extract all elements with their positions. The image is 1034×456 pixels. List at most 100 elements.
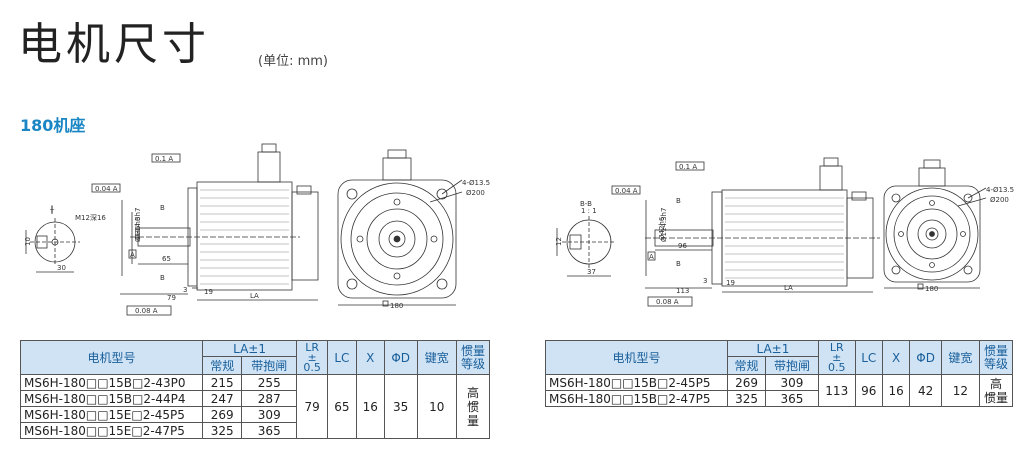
col-lr-pm: ± (307, 350, 317, 364)
right-sq: 180 (925, 285, 938, 293)
col-la-std: 常规 (726, 356, 767, 375)
left-label-b-top: B (160, 204, 165, 212)
spec-table-right: 电机型号 LA±1 LR ± 0.5 LC X ΦD 键宽 惯量等级 常规 带抱… (545, 340, 1013, 407)
cell-lr: 79 (296, 374, 329, 439)
cell-inertia-3: 量 (466, 413, 479, 428)
col-lr: LR ± 0.5 (817, 340, 856, 375)
col-la: LA±1 (201, 340, 298, 357)
right-label-b-top: B (676, 197, 681, 205)
left-thread-mark: ╫ (49, 205, 55, 214)
cell-x: 16 (355, 374, 385, 439)
page-title: 电机尺寸 (18, 19, 210, 70)
cell-inertia-1: 高 (466, 385, 479, 400)
cell-key: 12 (940, 374, 981, 407)
col-inertia: 惯量等级 (456, 340, 490, 375)
cell-d: 35 (383, 374, 418, 439)
col-la: LA±1 (727, 340, 819, 357)
left-len-65: 65 (162, 255, 171, 263)
right-tol-perp: 0.04 A (615, 187, 638, 195)
right-label-a: A (649, 253, 654, 261)
right-side-view: 0.1 A 0.04 A 0.08 A (611, 157, 880, 307)
right-dia-42: Ø42h6 (658, 216, 666, 240)
cell-std: 215 (201, 374, 243, 391)
right-key-h: 12 (555, 237, 563, 246)
col-x: X (355, 340, 385, 375)
col-model: 电机型号 (545, 340, 728, 375)
left-label-a: A (130, 251, 135, 259)
table-row: MS6H-180□□15B□2-47P5 325 365 (545, 390, 1013, 407)
cell-std: 325 (726, 390, 767, 407)
left-tol-perp: 0.04 A (95, 185, 118, 193)
col-lr: LR ± 0.5 (296, 340, 329, 375)
col-lc: LC (327, 340, 357, 375)
cell-key: 10 (416, 374, 458, 439)
col-lr-bot: 0.5 (303, 360, 321, 374)
left-key-w: 30 (57, 264, 66, 272)
left-shaft-end-view (25, 218, 80, 273)
cell-lc: 65 (327, 374, 357, 439)
left-dia-114: Ø114.3h7 (134, 208, 142, 242)
cell-model: MS6H-180□□15B□2-45P5 (545, 374, 728, 391)
left-pcd: Ø200 (466, 189, 485, 197)
cell-model: MS6H-180□□15B□2-43P0 (20, 374, 203, 391)
cell-std: 325 (201, 422, 243, 439)
col-lr-top: LR (305, 340, 320, 354)
col-inertia: 惯量等级 (979, 340, 1013, 375)
col-key: 键宽 (416, 340, 458, 375)
cell-std: 269 (726, 374, 767, 391)
cell-brake: 309 (765, 374, 819, 391)
right-dia-114: Ø114.3h7 (660, 208, 668, 242)
spec-table-left: 电机型号 LA±1 LR ± 0.5 LC X ΦD 键宽 惯量等级 常规 带抱… (20, 340, 490, 439)
left-label-b-bot: B (160, 274, 165, 282)
table-row: MS6H-180□□15B□2-43P0 215 255 79 65 16 35… (20, 374, 490, 439)
cell-inertia: 高 惯量 (979, 374, 1013, 407)
left-tol-round: 0.08 A (135, 307, 158, 315)
col-lr-pm: ± (832, 350, 842, 364)
left-front-view (337, 149, 463, 306)
left-tol-flat: 0.1 A (155, 155, 173, 163)
right-hole: 4-Ø13.5 (986, 186, 1014, 194)
unit-note: (单位: mm) (258, 54, 328, 69)
cell-inertia-1: 高 (989, 376, 1002, 391)
right-tol-round: 0.08 A (656, 298, 679, 306)
cell-model: MS6H-180□□15E□2-45P5 (20, 406, 203, 423)
left-key-h: 10 (24, 237, 32, 246)
right-scale: 1 : 1 (581, 207, 597, 215)
cell-lr: 113 (817, 374, 856, 407)
right-len-96: 96 (678, 242, 687, 250)
col-d: ΦD (383, 340, 418, 375)
table-row: MS6H-180□□15E□2-47P5 325 365 (20, 422, 490, 439)
left-dia-35: Ø35h6 (134, 216, 142, 240)
right-tol-flat: 0.1 A (679, 163, 697, 171)
right-len-3: 3 (703, 277, 707, 285)
cell-std: 247 (201, 390, 243, 407)
col-key: 键宽 (940, 340, 981, 375)
col-la-brake: 带抱闸 (241, 356, 298, 375)
right-len-113: 113 (676, 287, 689, 295)
table-row: MS6H-180□□15E□2-45P5 269 309 (20, 406, 490, 423)
dimension-drawings: 10 30 M12深16 ╫ 0.1 A 0.04 A 0.08 A (24, 143, 1014, 316)
cell-brake: 365 (765, 390, 819, 407)
table-row: MS6H-180□□15B□2-45P5 269 309 113 96 16 4… (545, 374, 1013, 407)
left-thread: M12深16 (75, 213, 106, 222)
cell-x: 16 (881, 374, 911, 407)
right-key-w: 37 (587, 268, 596, 276)
right-len-la: LA (784, 284, 793, 292)
cell-model: MS6H-180□□15B□2-47P5 (545, 390, 728, 407)
section-label: 180机座 (20, 116, 86, 135)
left-len-3: 3 (183, 286, 187, 294)
right-front-view (883, 159, 987, 289)
col-la-brake: 带抱闸 (765, 356, 819, 375)
cell-brake: 365 (241, 422, 298, 439)
col-lr-bot: 0.5 (828, 360, 846, 374)
left-len-la: LA (250, 292, 259, 300)
cell-inertia-2: 惯 (466, 399, 479, 414)
cell-inertia-2: 惯量 (983, 390, 1008, 405)
cell-d: 42 (909, 374, 942, 407)
cell-std: 269 (201, 406, 243, 423)
right-pcd: Ø200 (990, 196, 1009, 204)
cell-inertia: 高 惯 量 (456, 374, 490, 439)
cell-model: MS6H-180□□15E□2-47P5 (20, 422, 203, 439)
right-shaft-end-view (556, 216, 616, 277)
col-model: 电机型号 (20, 340, 203, 375)
